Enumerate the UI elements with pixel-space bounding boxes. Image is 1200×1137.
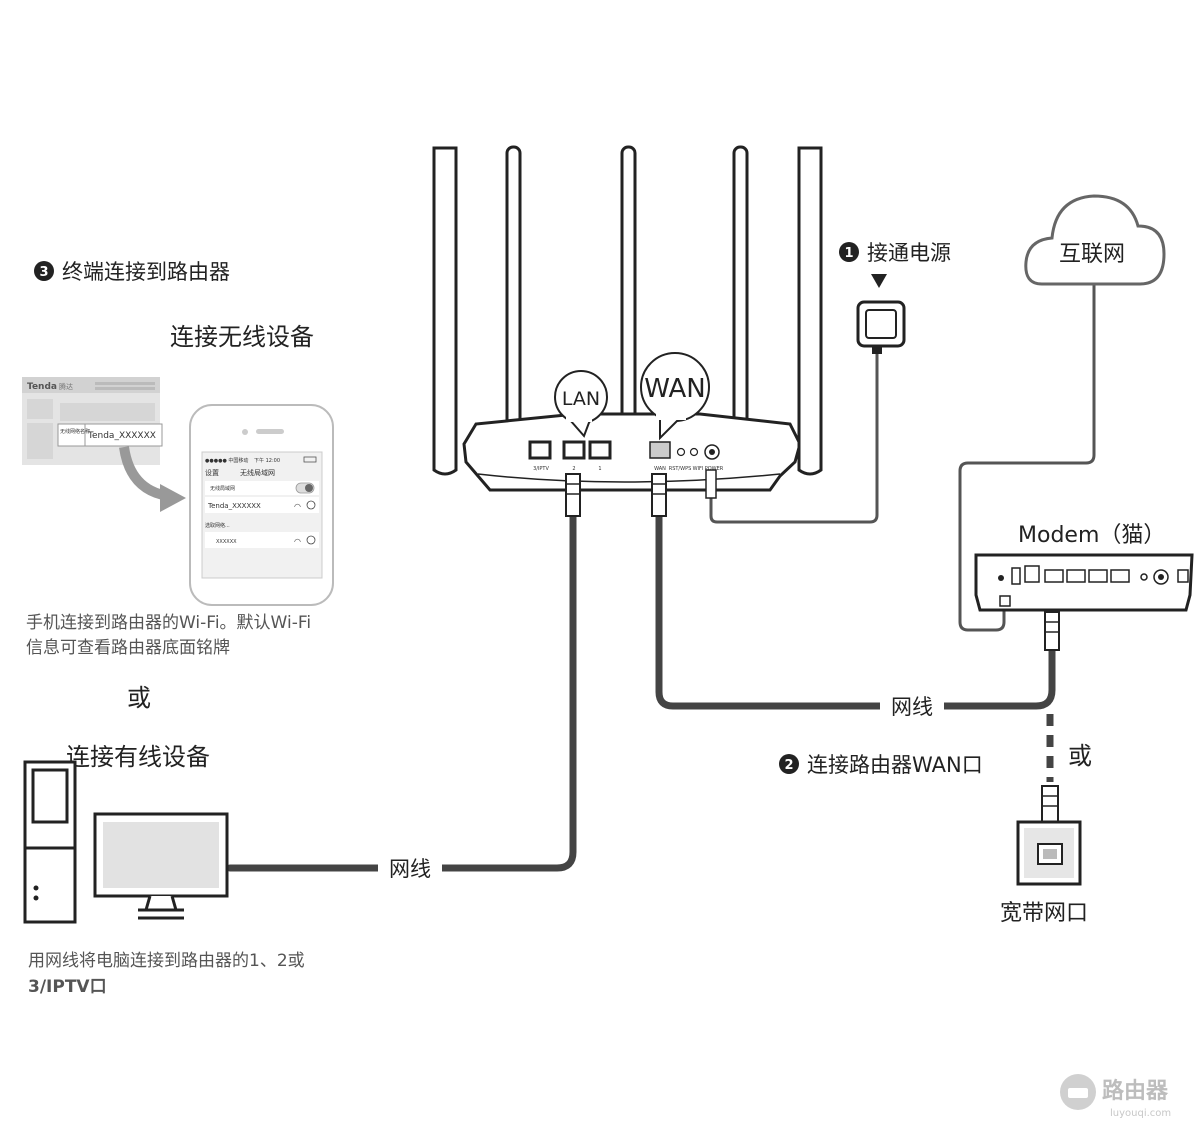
phone-status-time: 下午 12:00 [254, 457, 280, 464]
wlan-toggle[interactable] [305, 484, 313, 492]
ssid-value: Tenda_XXXXXX [87, 431, 156, 441]
power-arrow-icon [871, 274, 887, 288]
wireless-desc-line2: 信息可查看路由器底面铭牌 [26, 638, 230, 658]
port-power-label: POWER [705, 466, 724, 472]
svg-text:1: 1 [844, 246, 853, 261]
lan-cable-label: 网线 [389, 857, 431, 881]
router-label-sticker: Tenda 腾达 无线网络名称 Tenda_XXXXXX [22, 377, 163, 465]
wired-desc-line2: 3/IPTV口 [28, 977, 107, 997]
wifi-icon: ◠ [294, 537, 301, 546]
info-icon[interactable] [306, 535, 316, 545]
phone-back-button[interactable]: 设置 [205, 468, 219, 477]
phone-title: 无线局域网 [240, 468, 275, 477]
step-1-label: 1 接通电源 [839, 241, 951, 265]
modem [974, 553, 1194, 651]
svg-text:连接路由器WAN口: 连接路由器WAN口 [807, 753, 983, 777]
wall-port-label: 宽带网口 [1000, 901, 1088, 926]
svg-text:路由器: 路由器 [1102, 1078, 1169, 1104]
svg-text:luyouqi.com: luyouqi.com [1110, 1108, 1171, 1119]
or-text: 或 [127, 684, 151, 712]
router: 3/IPTV 2 1 WAN RST/WPS WIFI POWER [432, 145, 823, 517]
wireless-heading: 连接无线设备 [170, 323, 314, 351]
phone-other-ssid[interactable]: XXXXXX [216, 539, 237, 545]
internet-line [958, 282, 1096, 632]
svg-text:Tenda: Tenda [27, 382, 57, 392]
wifi-icon: ◠ [294, 502, 301, 511]
wall-port [1016, 785, 1082, 886]
svg-text:接通电源: 接通电源 [867, 241, 951, 265]
power-cable [709, 352, 879, 524]
svg-text:LAN: LAN [562, 388, 600, 410]
port-wifi-label: WIFI [693, 466, 704, 472]
wired-heading: 连接有线设备 [66, 743, 210, 771]
step-2-label: 2 连接路由器WAN口 [779, 753, 983, 777]
phone-choose-network: 选取网络... [205, 522, 230, 529]
step-3-label: 3 终端连接到路由器 [34, 260, 230, 284]
svg-text:3: 3 [39, 265, 48, 280]
phone-wlan-row: 无线局域网 [210, 485, 235, 492]
phone-status-carrier: ●●●●● 中国移动 [205, 457, 248, 464]
svg-text:终端连接到路由器: 终端连接到路由器 [62, 260, 230, 284]
internet-label: 互联网 [1059, 242, 1125, 267]
wired-desc-line1: 用网线将电脑连接到路由器的1、2或 [28, 951, 305, 971]
wan-bubble: WAN [640, 352, 710, 441]
lan-bubble: LAN [554, 370, 608, 438]
svg-text:2: 2 [784, 758, 793, 773]
wan-cable [655, 512, 1056, 710]
internet-cloud-icon: 互联网 [1024, 194, 1166, 286]
info-icon[interactable] [306, 500, 316, 510]
desktop-computer [23, 760, 229, 924]
svg-text:腾达: 腾达 [59, 382, 73, 391]
or-vertical-text: 或 [1068, 742, 1092, 770]
power-adapter [856, 300, 906, 354]
port-2-label: 2 [572, 466, 575, 472]
port-3-iptv-label: 3/IPTV [533, 466, 549, 472]
lan-cable [226, 512, 577, 872]
svg-text:WAN: WAN [644, 374, 706, 404]
port-wan-label: WAN [654, 466, 666, 472]
port-1-label: 1 [598, 466, 601, 472]
wireless-desc-line1: 手机连接到路由器的Wi-Fi。默认Wi-Fi [26, 613, 311, 633]
wan-cable-label: 网线 [891, 695, 933, 719]
watermark-logo: 路由器 luyouqi.com [1060, 1074, 1171, 1119]
port-rst-label: RST/WPS [669, 466, 692, 472]
smartphone: ●●●●● 中国移动 下午 12:00 设置 无线局域网 无线局域网 Tenda… [189, 404, 334, 606]
modem-label: Modem（猫） [1018, 523, 1165, 548]
phone-connected-ssid[interactable]: Tenda_XXXXXX [207, 502, 261, 510]
ssid-caption: 无线网络名称 [60, 428, 90, 435]
